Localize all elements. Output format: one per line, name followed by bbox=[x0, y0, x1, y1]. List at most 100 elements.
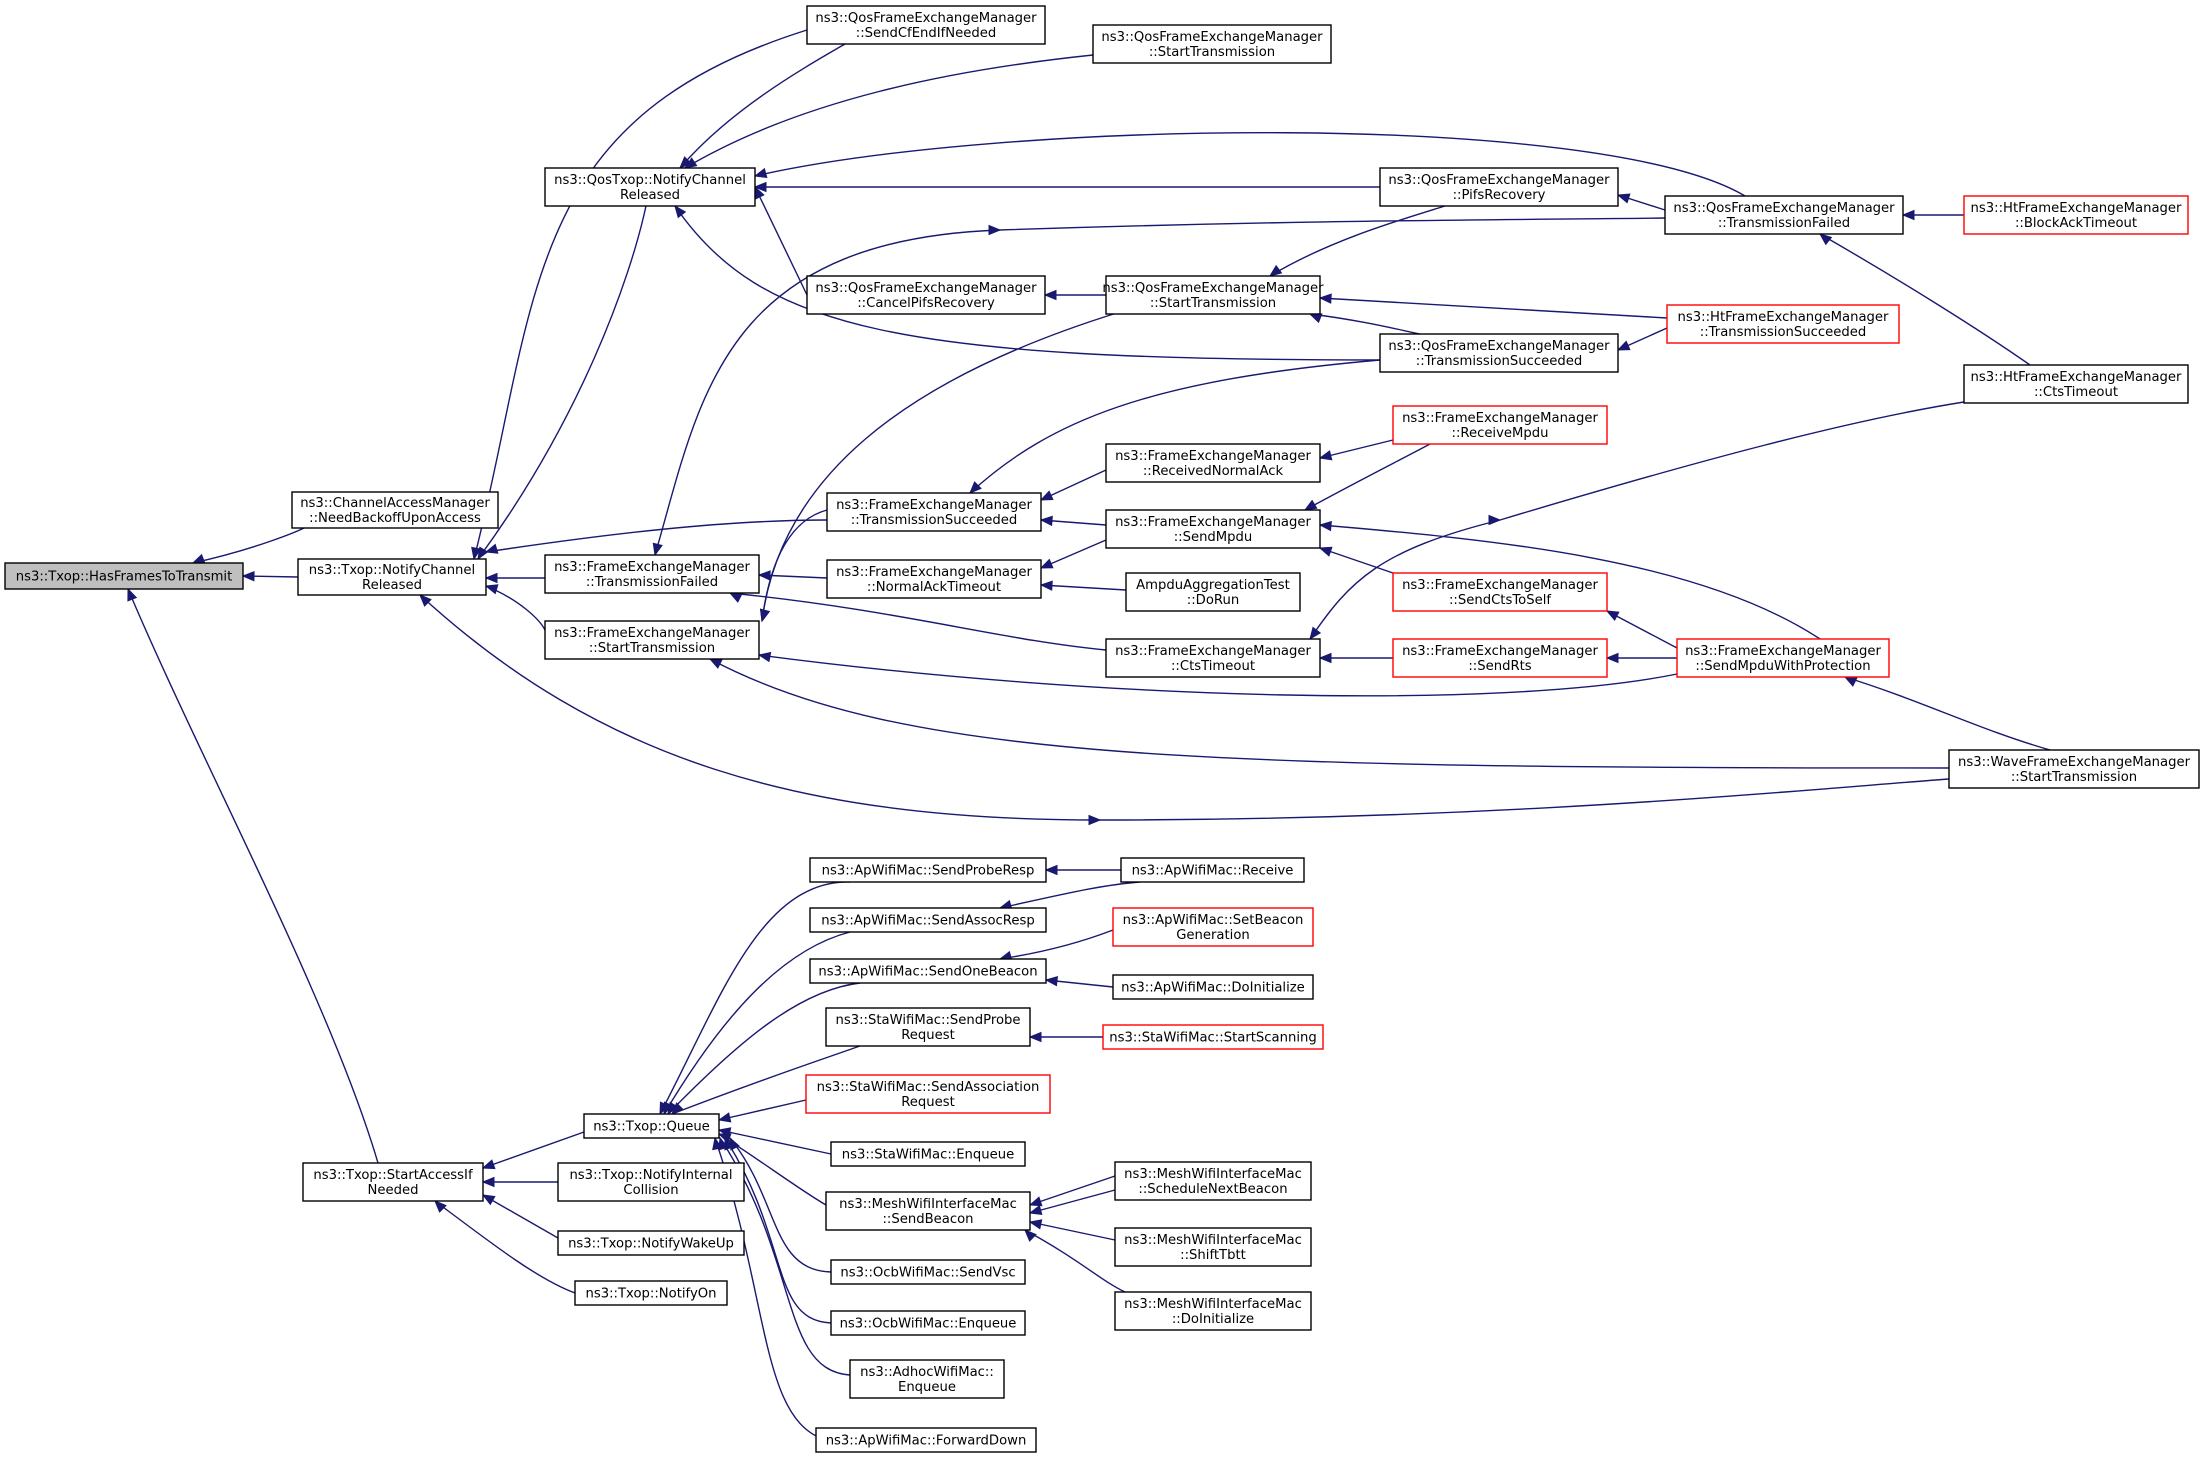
node-adhoc-enqueue[interactable]: ns3::AdhocWifiMac::Enqueue bbox=[849, 1359, 1005, 1399]
node-label: ns3::ChannelAccessManager bbox=[300, 496, 490, 511]
arrowhead bbox=[1039, 558, 1054, 569]
node-sta-enqueue[interactable]: ns3::StaWifiMac::Enqueue bbox=[830, 1141, 1026, 1167]
edge-tn-wavefem bbox=[419, 594, 1101, 821]
node-fem-send-cts-to-self[interactable]: ns3::FrameExchangeManager::SendCtsToSelf bbox=[1392, 572, 1608, 612]
arrowhead bbox=[1039, 580, 1053, 591]
node-qfem-tx-succeeded[interactable]: ns3::QosFrameExchangeManager::Transmissi… bbox=[1379, 333, 1619, 373]
node-label: ns3::WaveFrameExchangeManager bbox=[1958, 755, 2191, 770]
edge-femstarttx-sendmpduwp bbox=[758, 654, 1678, 697]
node-label: ns3::ApWifiMac::SetBeacon bbox=[1123, 913, 1304, 928]
node-label: ns3::MeshWifiInterfaceMac bbox=[839, 1197, 1017, 1212]
node-label: ::BlockAckTimeout bbox=[2015, 216, 2137, 231]
arrowhead bbox=[481, 1176, 495, 1188]
node-box bbox=[544, 554, 760, 594]
node-fem-send-mpdu-with-prot[interactable]: ns3::FrameExchangeManager::SendMpduWithP… bbox=[1676, 638, 1890, 678]
node-fem-send-mpdu[interactable]: ns3::FrameExchangeManager::SendMpdu bbox=[1105, 509, 1321, 549]
node-label: ns3::QosFrameExchangeManager bbox=[1102, 281, 1324, 296]
edge-qos-starttxtop bbox=[684, 54, 1094, 169]
node-qfem-send-cf-end[interactable]: ns3::QosFrameExchangeManager::SendCfEndI… bbox=[806, 5, 1046, 45]
edge-tn-qostxop bbox=[477, 205, 647, 560]
node-wavefem-start-tx[interactable]: ns3::WaveFrameExchangeManager::StartTran… bbox=[1948, 749, 2200, 789]
node-label: Generation bbox=[1176, 928, 1250, 943]
node-box bbox=[544, 167, 756, 207]
node-mesh-do-initialize[interactable]: ns3::MeshWifiInterfaceMac::DoInitialize bbox=[1114, 1291, 1312, 1331]
edge-queue-sendassocresp bbox=[663, 931, 851, 1115]
node-txop-queue[interactable]: ns3::Txop::Queue bbox=[583, 1113, 720, 1139]
node-label: ::ReceivedNormalAck bbox=[1143, 464, 1284, 479]
edge-tn-qfemsendcfend bbox=[473, 29, 808, 560]
node-fem-tx-succeeded[interactable]: ns3::FrameExchangeManager::TransmissionS… bbox=[826, 492, 1042, 532]
node-label: ::SendRts bbox=[1468, 659, 1531, 674]
node-box bbox=[291, 491, 499, 529]
node-box bbox=[830, 1310, 1026, 1336]
node-fem-cts-timeout[interactable]: ns3::FrameExchangeManager::CtsTimeout bbox=[1105, 638, 1321, 678]
node-label: Enqueue bbox=[898, 1380, 956, 1395]
node-label: ns3::MeshWifiInterfaceMac bbox=[1124, 1233, 1302, 1248]
node-ocb-enqueue[interactable]: ns3::OcbWifiMac::Enqueue bbox=[830, 1310, 1026, 1336]
node-qfem-pifs-recovery[interactable]: ns3::QosFrameExchangeManager::PifsRecove… bbox=[1379, 167, 1619, 207]
node-ap-forward-down[interactable]: ns3::ApWifiMac::ForwardDown bbox=[815, 1427, 1037, 1453]
node-txop-notify-on[interactable]: ns3::Txop::NotifyOn bbox=[574, 1280, 728, 1306]
node-box bbox=[825, 1191, 1031, 1231]
node-ocb-send-vsc[interactable]: ns3::OcbWifiMac::SendVsc bbox=[830, 1259, 1026, 1285]
node-ap-send-assoc-resp[interactable]: ns3::ApWifiMac::SendAssocResp bbox=[809, 907, 1047, 933]
node-ap-receive[interactable]: ns3::ApWifiMac::Receive bbox=[1120, 857, 1305, 883]
node-box bbox=[1963, 195, 2189, 235]
node-label: AmpduAggregationTest bbox=[1136, 578, 1290, 593]
arrowhead bbox=[757, 570, 771, 581]
node-mesh-send-beacon[interactable]: ns3::MeshWifiInterfaceMac::SendBeacon bbox=[825, 1191, 1031, 1231]
arrowhead bbox=[1088, 814, 1102, 826]
node-htfem-cts-timeout[interactable]: ns3::HtFrameExchangeManager::CtsTimeout bbox=[1963, 364, 2189, 404]
edge-queue-staenqueue bbox=[718, 1129, 832, 1155]
node-ampdu-do-run[interactable]: AmpduAggregationTest::DoRun bbox=[1125, 572, 1301, 612]
arrowhead bbox=[679, 156, 692, 169]
node-label: ::DoRun bbox=[1187, 593, 1239, 608]
node-ap-do-initialize[interactable]: ns3::ApWifiMac::DoInitialize bbox=[1112, 974, 1314, 1000]
arrowhead bbox=[1268, 264, 1283, 277]
node-qfem-start-tx-top[interactable]: ns3::QosFrameExchangeManager::StartTrans… bbox=[1092, 24, 1332, 64]
arrowhead bbox=[127, 587, 138, 602]
node-sta-start-scanning[interactable]: ns3::StaWifiMac::StartScanning bbox=[1102, 1024, 1324, 1050]
node-txop-notify-wake-up[interactable]: ns3::Txop::NotifyWakeUp bbox=[557, 1230, 745, 1256]
node-box bbox=[1114, 1291, 1312, 1331]
node-qfem-cancel-pifs[interactable]: ns3::QosFrameExchangeManager::CancelPifs… bbox=[806, 275, 1046, 315]
node-htfem-block-ack[interactable]: ns3::HtFrameExchangeManager::BlockAckTim… bbox=[1963, 195, 2189, 235]
node-fem-start-tx[interactable]: ns3::FrameExchangeManager::StartTransmis… bbox=[544, 620, 760, 660]
arrowhead bbox=[1028, 1204, 1043, 1216]
node-label: ::NeedBackoffUponAccess bbox=[309, 511, 481, 526]
node-fem-tx-failed[interactable]: ns3::FrameExchangeManager::TransmissionF… bbox=[544, 554, 760, 594]
node-box bbox=[826, 559, 1042, 599]
node-qfem-tx-failed[interactable]: ns3::QosFrameExchangeManager::Transmissi… bbox=[1664, 195, 1904, 235]
arrowhead bbox=[1318, 652, 1332, 664]
node-ap-send-one-beacon[interactable]: ns3::ApWifiMac::SendOneBeacon bbox=[809, 958, 1047, 984]
edge-meshbeacon-doinit bbox=[1024, 1229, 1126, 1293]
node-fem-normal-ack-timeout[interactable]: ns3::FrameExchangeManager::NormalAckTime… bbox=[826, 559, 1042, 599]
edge-femstarttx-wave bbox=[709, 658, 1950, 769]
edge-meshbeacon-schedule1 bbox=[1029, 1175, 1116, 1206]
node-qfem-start-tx[interactable]: ns3::QosFrameExchangeManager::StartTrans… bbox=[1102, 275, 1324, 315]
node-fem-send-rts[interactable]: ns3::FrameExchangeManager::SendRts bbox=[1392, 638, 1608, 678]
node-cam-need-backoff[interactable]: ns3::ChannelAccessManager::NeedBackoffUp… bbox=[291, 491, 499, 529]
arrowhead bbox=[1318, 293, 1332, 304]
node-ap-send-probe-resp[interactable]: ns3::ApWifiMac::SendProbeResp bbox=[809, 857, 1047, 883]
node-fem-receive-mpdu[interactable]: ns3::FrameExchangeManager::ReceiveMpdu bbox=[1392, 405, 1608, 445]
node-label: ns3::FrameExchangeManager bbox=[836, 565, 1032, 580]
node-root[interactable]: ns3::Txop::HasFramesToTransmit bbox=[4, 562, 244, 590]
node-label: ::ScheduleNextBeacon bbox=[1138, 1182, 1287, 1197]
node-htfem-tx-succeeded[interactable]: ns3::HtFrameExchangeManager::Transmissio… bbox=[1666, 304, 1900, 344]
node-fem-recv-normal-ack[interactable]: ns3::FrameExchangeManager::ReceivedNorma… bbox=[1105, 443, 1321, 483]
node-mesh-shift-tbtt[interactable]: ns3::MeshWifiInterfaceMac::ShiftTbtt bbox=[1114, 1227, 1312, 1267]
node-label: ::CancelPifsRecovery bbox=[857, 296, 995, 311]
edges-layer bbox=[127, 29, 2051, 1441]
edge-startaccess-queue bbox=[482, 1131, 585, 1169]
arrowhead bbox=[757, 651, 772, 663]
arrowhead bbox=[753, 167, 768, 179]
node-mesh-schedule-next[interactable]: ns3::MeshWifiInterfaceMac::ScheduleNextB… bbox=[1114, 1161, 1312, 1201]
